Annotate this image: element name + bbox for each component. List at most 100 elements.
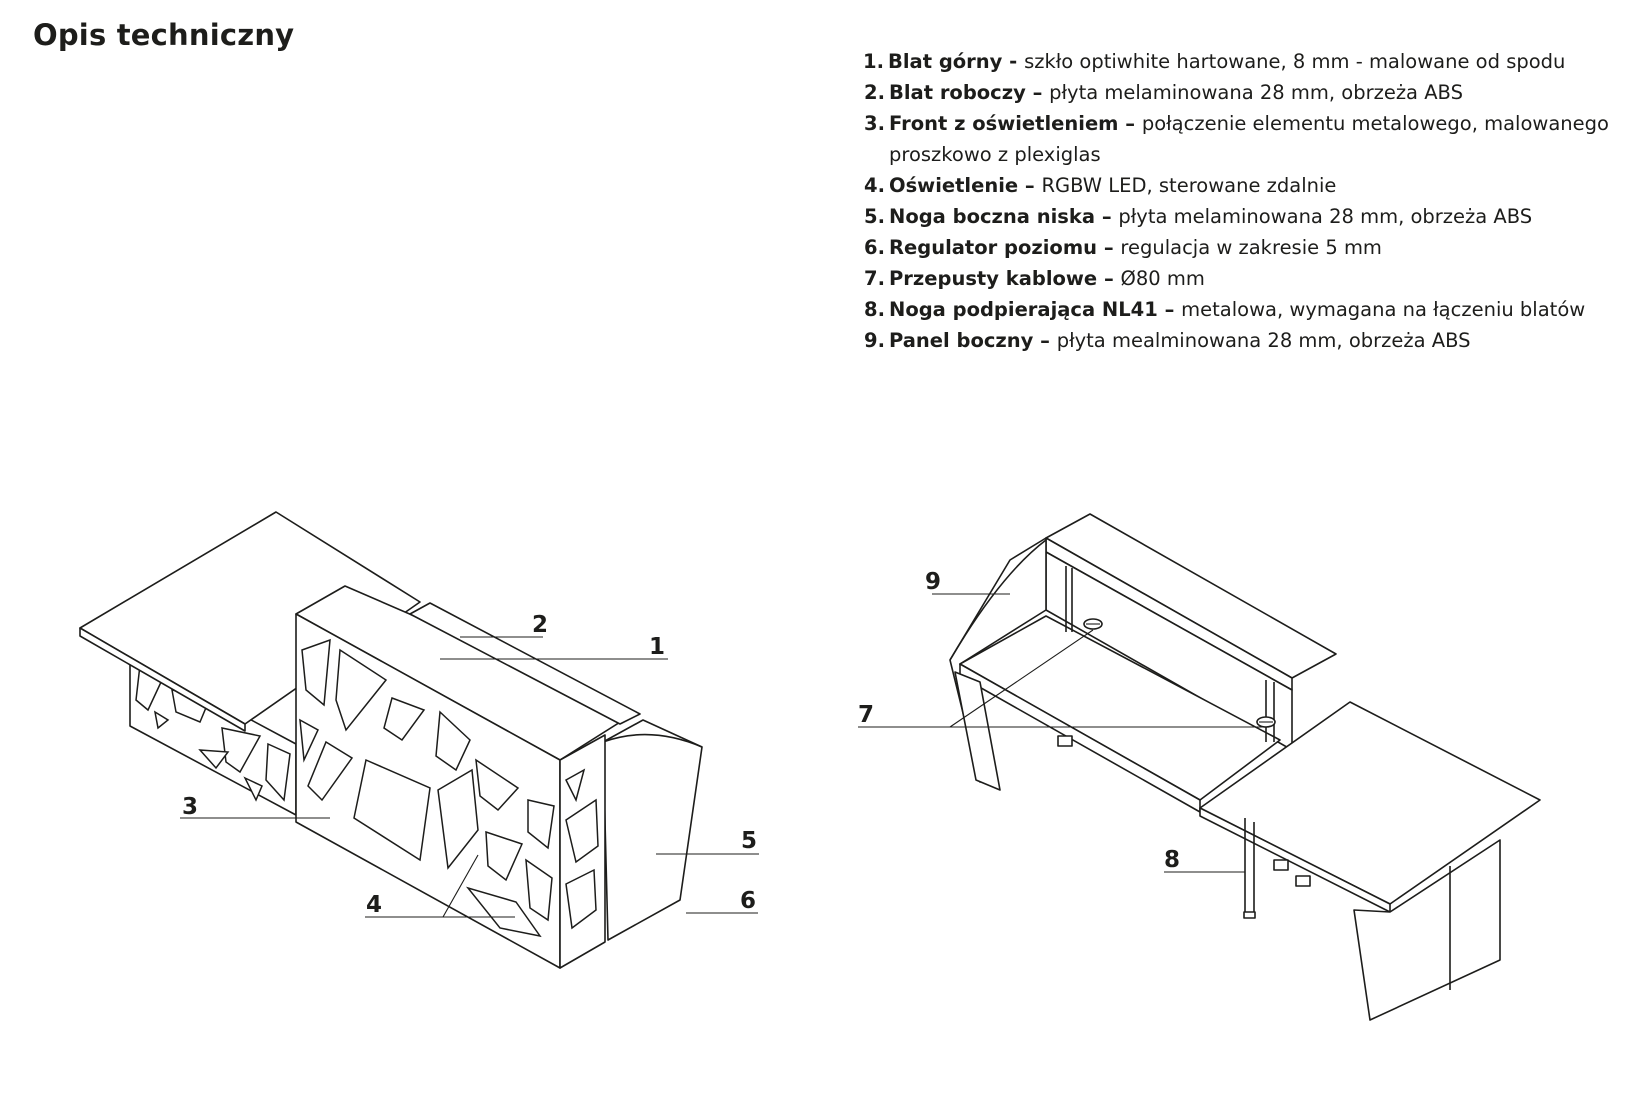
spec-dash: – (1097, 236, 1121, 259)
spec-number: 3. (864, 112, 885, 135)
front-cutout (307, 740, 354, 802)
spec-dash: – (1095, 205, 1119, 228)
reception-desk-rear-view: 9 7 8 (858, 513, 1541, 1021)
reception-desk-front-view: 2 1 3 4 5 6 (79, 511, 759, 969)
callout-6: 6 (740, 888, 756, 914)
side-cutout (565, 768, 586, 803)
side-leg-curve (602, 733, 703, 748)
back-cutout (265, 742, 291, 802)
spec-body: Blat górny - szkło optiwhite hartowane, … (888, 46, 1624, 77)
back-cutout (221, 727, 262, 774)
spec-body: Panel boczny – płyta mealminowana 28 mm,… (889, 325, 1624, 356)
spec-number: 1. (863, 50, 884, 73)
callout-4: 4 (366, 892, 382, 918)
left-leg-panel (954, 671, 1001, 791)
spec-description: RGBW LED, sterowane zdalnie (1041, 174, 1337, 197)
spec-name: Oświetlenie (889, 174, 1019, 197)
spec-name: Noga podpierająca NL41 (889, 298, 1158, 321)
spec-dash: – (1097, 267, 1121, 290)
callout-1: 1 (649, 634, 665, 660)
spec-description: płyta melaminowana 28 mm, obrzeża ABS (1118, 205, 1533, 228)
spec-dash: - (1002, 50, 1025, 73)
back-cutout (153, 710, 170, 730)
spec-number: 2. (864, 81, 885, 104)
spec-item-3: 3. Front z oświetleniem – połączenie ele… (864, 108, 1624, 170)
front-cutout (437, 768, 479, 870)
spec-description: Ø80 mm (1120, 267, 1205, 290)
spec-body: Regulator poziomu – regulacja w zakresie… (889, 232, 1624, 263)
spec-name: Blat roboczy (889, 81, 1026, 104)
spec-body: Blat roboczy – płyta melaminowana 28 mm,… (889, 77, 1624, 108)
back-cutout (243, 776, 263, 802)
spec-item-2: 2. Blat roboczy – płyta melaminowana 28 … (864, 77, 1624, 108)
spec-number: 7. (864, 267, 885, 290)
page-title: Opis techniczny (33, 18, 295, 52)
spec-dash: – (1033, 329, 1057, 352)
spec-description: szkło optiwhite hartowane, 8 mm - malowa… (1024, 50, 1566, 73)
spec-item-8: 8. Noga podpierająca NL41 – metalowa, wy… (864, 294, 1624, 325)
front-cutout (465, 886, 542, 938)
spec-number: 4. (864, 174, 885, 197)
spec-body: Oświetlenie – RGBW LED, sterowane zdalni… (889, 170, 1624, 201)
side-panel-edge (949, 539, 1047, 661)
spec-item-6: 6. Regulator poziomu – regulacja w zakre… (864, 232, 1624, 263)
callout-7: 7 (858, 702, 874, 728)
connector-bracket (1273, 859, 1289, 871)
spec-name: Noga boczna niska (889, 205, 1096, 228)
callout-5: 5 (741, 828, 757, 854)
spec-number: 9. (864, 329, 885, 352)
front-cutout (475, 758, 520, 812)
top-glass-edge (79, 627, 246, 732)
front-cutout (301, 638, 331, 707)
extension-end-leg (1353, 839, 1501, 1021)
spec-item-4: 4. Oświetlenie – RGBW LED, sterowane zda… (864, 170, 1624, 201)
callout-2: 2 (532, 612, 548, 638)
spec-item-5: 5. Noga boczna niska – płyta melaminowan… (864, 201, 1624, 232)
spec-description: połączenie elementu metalowego, malowane… (889, 112, 1609, 166)
spec-dash: – (1018, 174, 1042, 197)
side-cutout (565, 868, 597, 930)
spec-name: Panel boczny (889, 329, 1034, 352)
spec-list: 1. Blat górny - szkło optiwhite hartowan… (863, 46, 1624, 356)
spec-dash: – (1157, 298, 1182, 321)
back-cutout (198, 749, 230, 770)
spec-item-7: 7. Przepusty kablowe – Ø80 mm (864, 263, 1624, 294)
spec-item-1: 1. Blat górny - szkło optiwhite hartowan… (863, 46, 1624, 77)
callout-line-4b (442, 854, 479, 918)
front-cutouts (299, 638, 555, 938)
spec-description: płyta melaminowana 28 mm, obrzeża ABS (1049, 81, 1463, 104)
spec-description: płyta mealminowana 28 mm, obrzeża ABS (1056, 329, 1471, 352)
front-cutout (527, 799, 555, 850)
front-cutout (485, 830, 524, 882)
side-leg-panel (602, 719, 703, 941)
front-cutout (335, 648, 388, 732)
leveler-foot (1243, 911, 1256, 919)
spec-body: Noga podpierająca NL41 – metalowa, wymag… (889, 294, 1624, 325)
spec-description: metalowa, wymagana na łączeniu blatów (1181, 298, 1586, 321)
front-cutout (383, 697, 426, 742)
spec-description: regulacja w zakresie 5 mm (1120, 236, 1382, 259)
side-cutouts (565, 768, 599, 930)
callout-9: 9 (925, 569, 941, 595)
work-surface-strip (409, 602, 641, 725)
spec-body: Przepusty kablowe – Ø80 mm (889, 263, 1624, 294)
callout-8: 8 (1164, 847, 1180, 873)
spec-dash: – (1025, 81, 1050, 104)
spec-number: 5. (864, 205, 885, 228)
spec-number: 8. (864, 298, 885, 321)
spec-number: 6. (864, 236, 885, 259)
spec-body: Noga boczna niska – płyta melaminowana 2… (889, 201, 1624, 232)
callout-line-7b (949, 629, 1094, 728)
front-cutout (353, 758, 431, 862)
side-cutout (565, 798, 599, 864)
spec-body: Front z oświetleniem – połączenie elemen… (889, 108, 1624, 170)
callout-3: 3 (182, 794, 198, 820)
connector-bracket (1057, 735, 1073, 747)
spec-item-9: 9. Panel boczny – płyta mealminowana 28 … (864, 325, 1624, 356)
front-cutout (435, 710, 471, 772)
spec-dash: – (1118, 112, 1142, 135)
spec-name: Blat górny (888, 50, 1003, 73)
front-cutout (525, 858, 553, 922)
spec-name: Przepusty kablowe (889, 267, 1098, 290)
